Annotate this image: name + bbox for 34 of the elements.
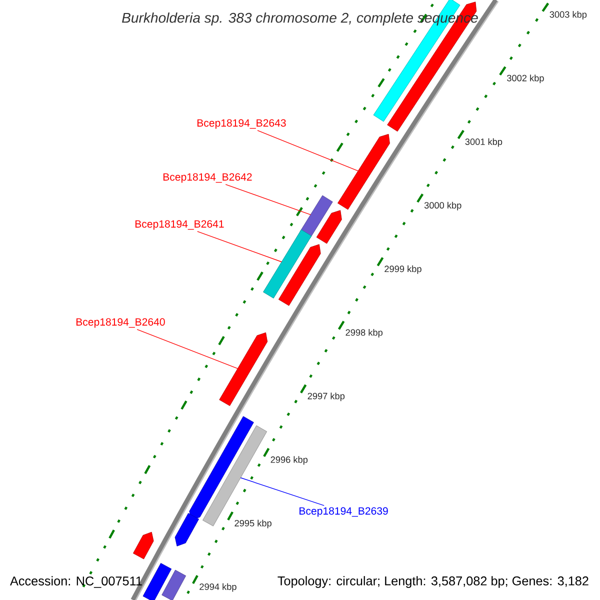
scale-label: 2996 kbp [270,456,308,465]
scale-label: 3002 kbp [507,74,544,84]
gene-label: Bcep18194_B2640 [76,318,165,328]
gene-feature [162,570,186,600]
gene-feature [219,332,268,406]
gene-feature [132,532,154,560]
gene-label: Bcep18194_B2643 [197,119,286,129]
scale-label: 2994 kbp [200,583,236,592]
gene-label: Bcep18194_B2639 [300,507,388,517]
gene-label: Bcep18194_B2641 [135,220,224,230]
scale-label: 3000 kbp [424,202,462,210]
leader-line [225,184,311,216]
scale-label: 2995 kbp [234,520,272,528]
leader-line [240,477,324,506]
gene-feature [300,195,333,238]
scale-label: 3001 kbp [465,138,502,147]
sequence-info: Topology: circular; Length: 3,587,082 bp; Genes: 3,182 [278,576,588,588]
gene-feature [174,513,200,546]
gene-feature [189,416,254,520]
scale-label: 3003 kbp [550,11,587,20]
scale-label: 2999 kbp [384,265,422,274]
leader-line [257,130,358,172]
gene-label: Bcep18194_B2642 [163,173,252,183]
gene-feature [142,563,172,600]
gene-feature [338,134,390,210]
scale-label: 2998 kbp [346,329,382,338]
gene-feature [263,229,312,298]
leader-line [197,231,282,262]
leader-line [136,329,238,369]
accession-text: Accession: NC_007511 [10,576,142,588]
scale-label: 2997 kbp [308,392,345,402]
gene-feature [278,244,321,306]
gene-feature [316,210,342,244]
title: Burkholderia sp. 383 chromosome 2, complete sequence [122,12,478,26]
